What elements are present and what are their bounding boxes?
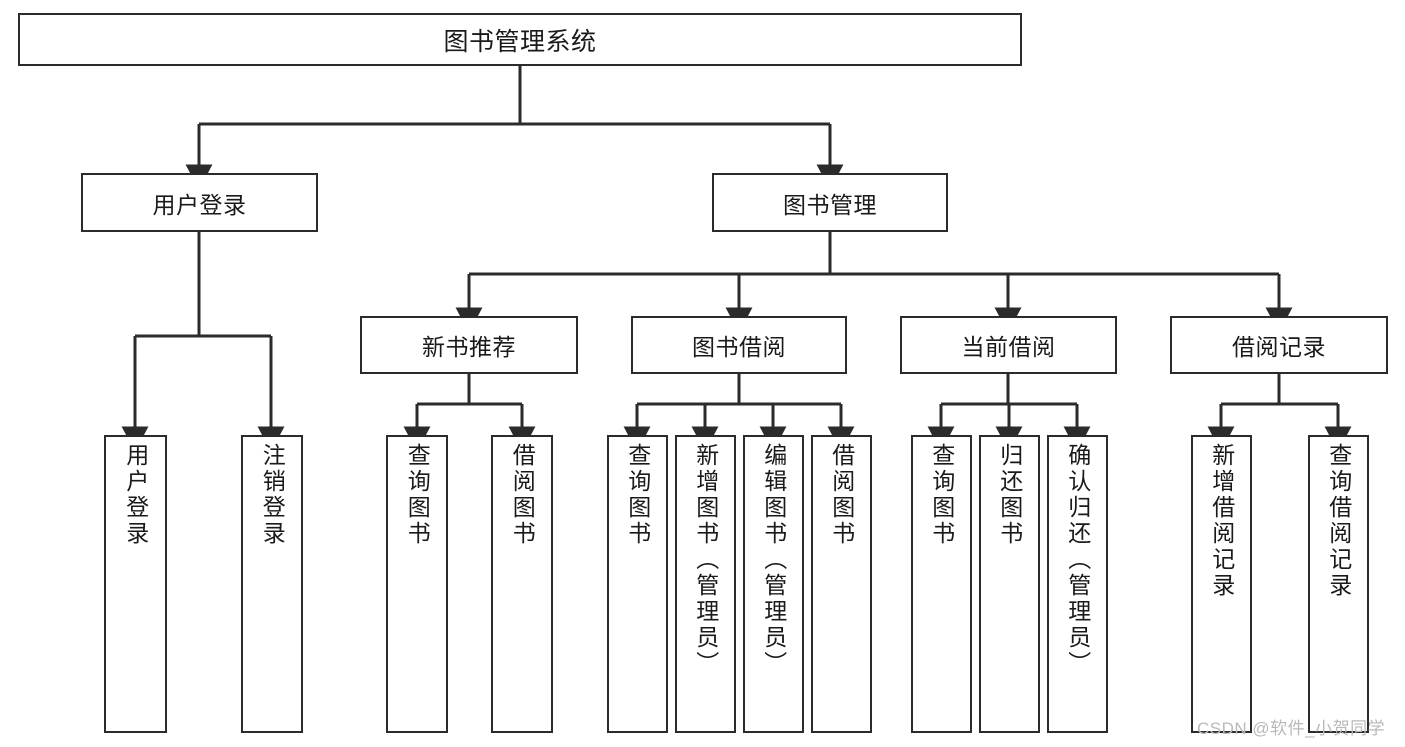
- csdn-watermark: CSDN @软件_小贺同学: [1197, 719, 1386, 738]
- leaf-borrow-borrow-book-label: 借阅图书: [828, 443, 855, 547]
- node-book-management-label: 图书管理: [783, 191, 877, 218]
- leaf-borrow-edit-book[interactable]: 编辑图书（管理员）: [743, 435, 804, 733]
- node-current-borrow[interactable]: 当前借阅: [900, 316, 1117, 374]
- leaf-current-query-book[interactable]: 查询图书: [911, 435, 972, 733]
- leaf-recommend-borrow-book-label: 借阅图书: [509, 443, 536, 547]
- leaf-current-return-book-label: 归还图书: [996, 443, 1023, 547]
- leaf-user-login-signout[interactable]: 注销登录: [241, 435, 303, 733]
- leaf-current-confirm-return-label: 确认归还（管理员）: [1064, 443, 1091, 677]
- node-current-borrow-label: 当前借阅: [961, 334, 1056, 360]
- leaf-current-query-book-label: 查询图书: [928, 443, 955, 547]
- node-book-borrow-label: 图书借阅: [692, 334, 786, 360]
- leaf-borrow-edit-book-label: 编辑图书（管理员）: [760, 443, 787, 677]
- leaf-borrow-query-book[interactable]: 查询图书: [607, 435, 668, 733]
- leaf-recommend-borrow-book[interactable]: 借阅图书: [491, 435, 553, 733]
- leaf-record-query-record[interactable]: 查询借阅记录: [1308, 435, 1369, 733]
- leaf-current-return-book[interactable]: 归还图书: [979, 435, 1040, 733]
- leaf-user-login-signin-label: 用户登录: [122, 443, 149, 547]
- leaf-user-login-signout-label: 注销登录: [259, 443, 286, 547]
- leaf-record-add-record[interactable]: 新增借阅记录: [1191, 435, 1252, 733]
- leaf-borrow-add-book-label: 新增图书（管理员）: [692, 443, 719, 677]
- node-root[interactable]: 图书管理系统: [18, 13, 1022, 66]
- leaf-borrow-add-book[interactable]: 新增图书（管理员）: [675, 435, 736, 733]
- leaf-current-confirm-return[interactable]: 确认归还（管理员）: [1047, 435, 1108, 733]
- node-borrow-record[interactable]: 借阅记录: [1170, 316, 1388, 374]
- leaf-recommend-query-book-label: 查询图书: [404, 443, 431, 547]
- node-user-login[interactable]: 用户登录: [81, 173, 318, 232]
- leaf-record-add-record-label: 新增借阅记录: [1208, 443, 1235, 599]
- leaf-user-login-signin[interactable]: 用户登录: [104, 435, 167, 733]
- node-borrow-record-label: 借阅记录: [1232, 334, 1326, 360]
- leaf-borrow-query-book-label: 查询图书: [624, 443, 651, 547]
- node-user-login-label: 用户登录: [152, 191, 247, 218]
- node-new-book-recommend[interactable]: 新书推荐: [360, 316, 578, 374]
- node-new-book-recommend-label: 新书推荐: [422, 334, 516, 360]
- leaf-record-query-record-label: 查询借阅记录: [1325, 443, 1352, 599]
- leaf-borrow-borrow-book[interactable]: 借阅图书: [811, 435, 872, 733]
- leaf-recommend-query-book[interactable]: 查询图书: [386, 435, 448, 733]
- node-book-borrow[interactable]: 图书借阅: [631, 316, 847, 374]
- node-root-label: 图书管理系统: [443, 27, 597, 56]
- node-book-management[interactable]: 图书管理: [712, 173, 948, 232]
